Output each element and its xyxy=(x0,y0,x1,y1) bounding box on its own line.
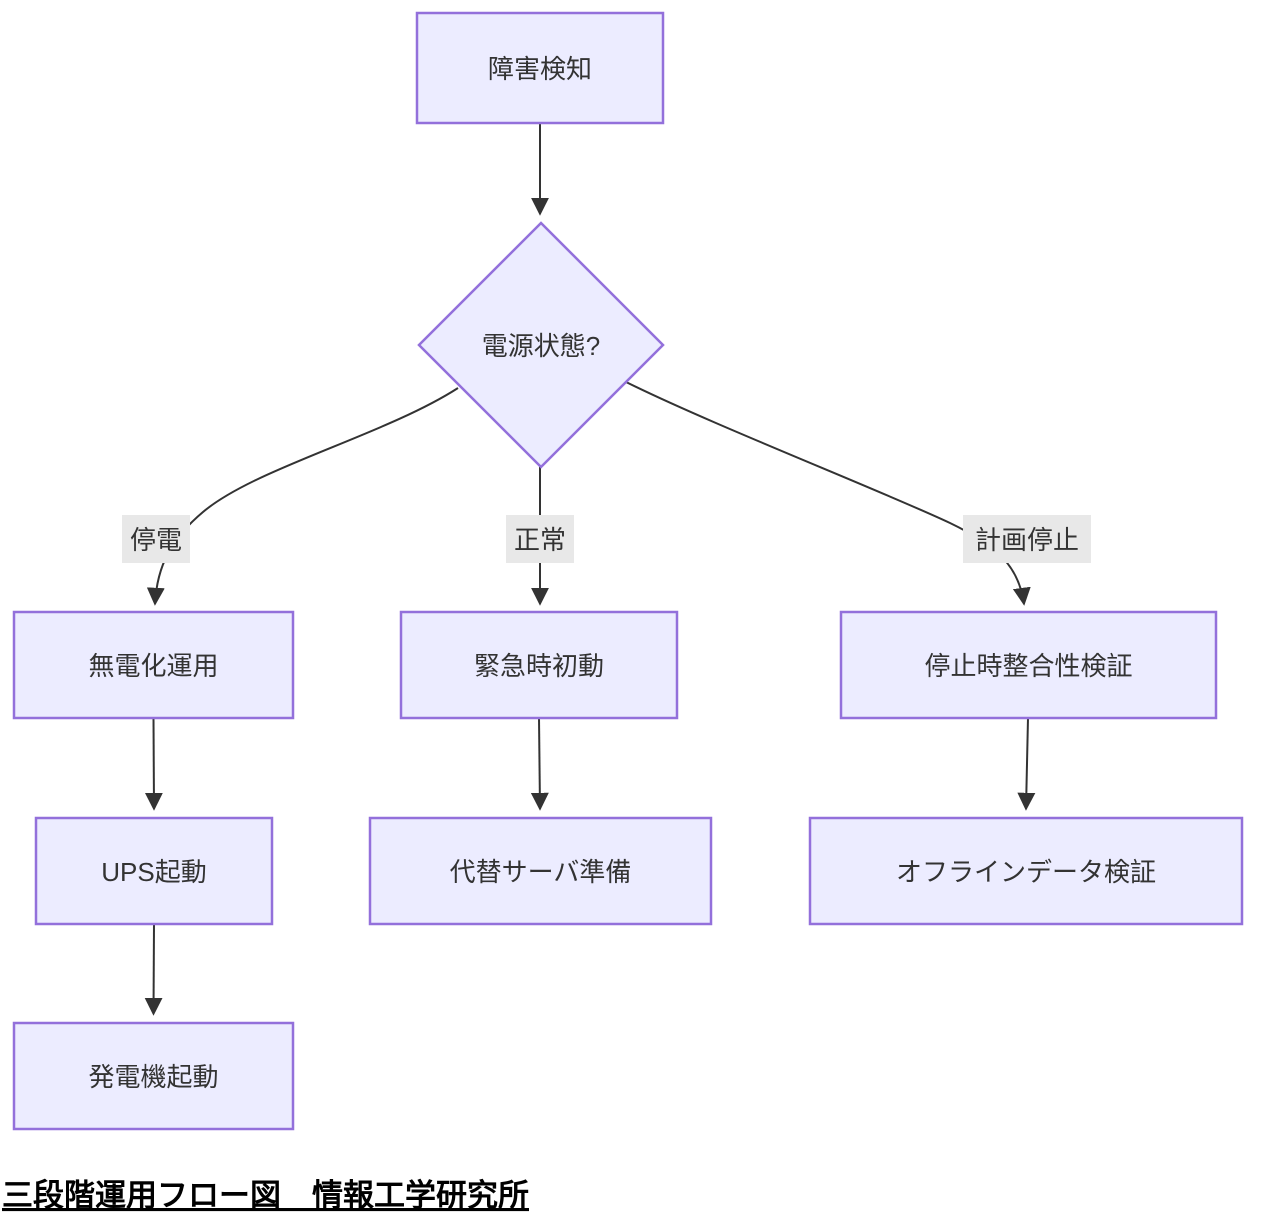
node-power-status-decision: 電源状態? xyxy=(417,221,665,469)
edge-power-status-to-no-power-operation xyxy=(146,387,459,606)
node-power-status-decision-label: 電源状態? xyxy=(482,331,600,361)
diagram-caption: 三段階運用フロー図 情報工学研究所 xyxy=(2,1178,529,1213)
edge-power-status-to-shutdown-consistency-check xyxy=(623,380,1031,606)
node-failure-detection: 障害検知 xyxy=(415,11,665,125)
node-ups-start-label: UPS起動 xyxy=(101,857,206,887)
node-generator-start-box xyxy=(12,1021,295,1131)
node-emergency-initial-response-label: 緊急時初動 xyxy=(474,651,604,681)
edge-label-normal: 正常 xyxy=(506,515,574,563)
node-ups-start: UPS起動 xyxy=(34,816,274,926)
edge-emergency-initial-response-to-alternate-server-prep xyxy=(530,717,549,811)
edge-label-power-outage-text: 停電 xyxy=(130,525,182,555)
node-shutdown-consistency-check-box xyxy=(839,610,1218,720)
node-alternate-server-prep-label: 代替サーバ準備 xyxy=(450,857,632,887)
node-failure-detection-label: 障害検知 xyxy=(488,54,592,84)
edge-ups-start-to-generator-start xyxy=(144,923,163,1016)
edge-shutdown-consistency-check-to-offline-data-verification xyxy=(1017,717,1036,811)
edge-label-planned-stop-bg xyxy=(963,515,1091,563)
node-alternate-server-prep: 代替サーバ準備 xyxy=(368,816,713,926)
node-power-status-decision-diamond xyxy=(417,221,665,469)
node-offline-data-verification-box xyxy=(808,816,1244,926)
edge-label-power-outage: 停電 xyxy=(122,515,190,563)
node-no-power-operation-box xyxy=(12,610,295,720)
node-no-power-operation: 無電化運用 xyxy=(12,610,295,720)
node-ups-start-box xyxy=(34,816,274,926)
node-offline-data-verification: オフラインデータ検証 xyxy=(808,816,1244,926)
node-alternate-server-prep-box xyxy=(368,816,713,926)
node-shutdown-consistency-check-label: 停止時整合性検証 xyxy=(924,651,1132,681)
edge-label-planned-stop-text: 計画停止 xyxy=(975,525,1079,555)
node-emergency-initial-response-box xyxy=(399,610,679,720)
edge-label-normal-bg xyxy=(506,515,574,563)
node-no-power-operation-label: 無電化運用 xyxy=(88,651,218,681)
node-generator-start-label: 発電機起動 xyxy=(88,1062,218,1092)
edge-label-power-outage-bg xyxy=(122,515,190,563)
node-emergency-initial-response: 緊急時初動 xyxy=(399,610,679,720)
edge-label-normal-text: 正常 xyxy=(514,525,566,555)
node-shutdown-consistency-check: 停止時整合性検証 xyxy=(839,610,1218,720)
edge-label-planned-stop: 計画停止 xyxy=(963,515,1091,563)
node-failure-detection-box xyxy=(415,11,665,125)
edge-no-power-operation-to-ups-start xyxy=(144,717,163,811)
node-offline-data-verification-label: オフラインデータ検証 xyxy=(896,857,1156,887)
node-generator-start: 発電機起動 xyxy=(12,1021,295,1131)
